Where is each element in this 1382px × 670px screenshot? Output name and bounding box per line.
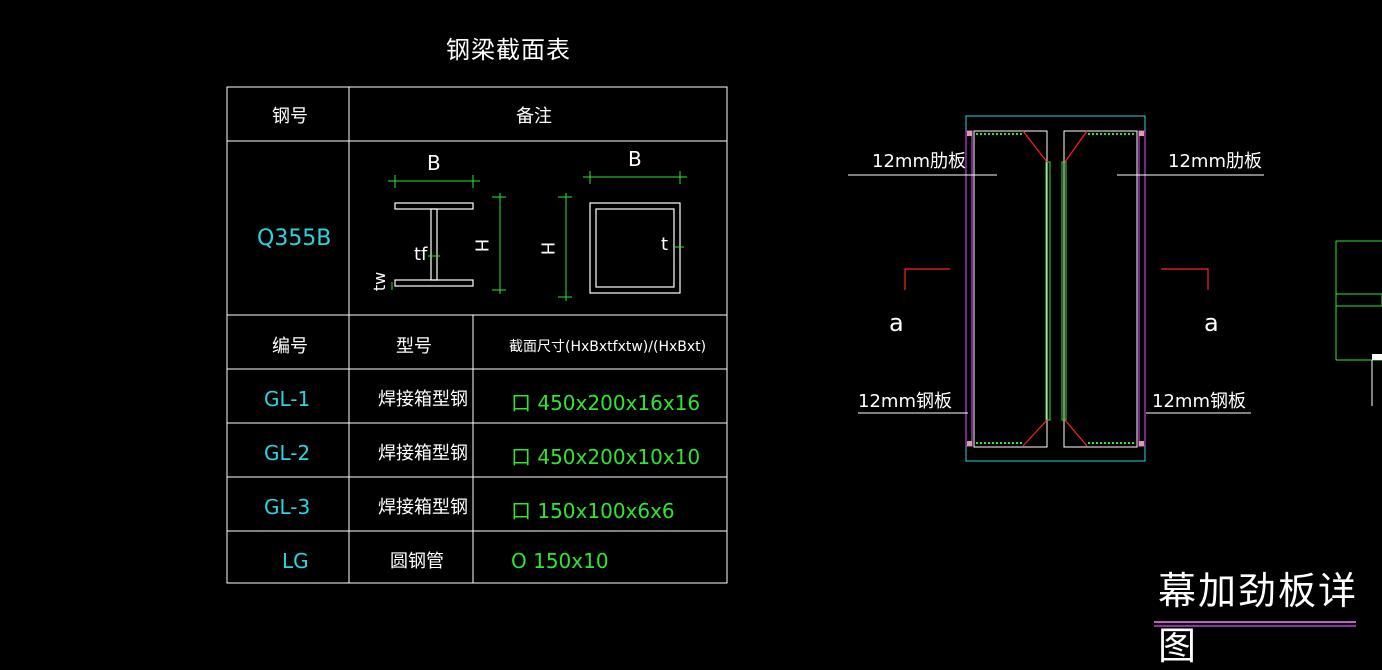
sketch-label-h-left: H: [470, 238, 492, 253]
sketch-label-b-left: B: [427, 151, 441, 175]
subheader-number: 编号: [272, 336, 308, 357]
section-mark-left: a: [889, 309, 904, 337]
row-1-size: 口 450x200x16x16: [511, 391, 701, 415]
header-note: 备注: [516, 106, 552, 127]
label-plate-left: 12mm钢板: [858, 391, 952, 412]
header-steel-grade: 钢号: [272, 106, 308, 127]
box-section-dimensions: [558, 171, 687, 301]
sketch-label-tw: tw: [370, 271, 390, 292]
sketch-label-b-right: B: [628, 147, 642, 171]
sketch-label-tf: tf: [414, 244, 428, 265]
sketch-label-h-right: H: [536, 241, 558, 256]
row-1-type: 焊接箱型钢: [378, 389, 468, 410]
row-2-number: GL-2: [264, 441, 311, 465]
steel-grade-value: Q355B: [257, 226, 332, 251]
row-2-type: 焊接箱型钢: [378, 443, 468, 464]
i-beam-dimensions: [388, 175, 506, 294]
partial-section-right-edge: [1335, 240, 1382, 406]
label-plate-right: 12mm钢板: [1152, 391, 1246, 412]
label-rib-left: 12mm肋板: [872, 151, 966, 172]
row-2-size: 口 450x200x10x10: [511, 445, 701, 469]
sketch-label-t: t: [661, 234, 669, 255]
subheader-size: 截面尺寸(HxBxtfxtw)/(HxBxt): [509, 339, 707, 355]
i-beam-sketch: [394, 202, 474, 287]
section-table-title: 钢梁截面表: [446, 36, 571, 64]
row-4-size: O 150x10: [511, 549, 609, 573]
row-1-number: GL-1: [264, 387, 311, 411]
detail-title-underline: [1154, 621, 1356, 627]
label-rib-right: 12mm肋板: [1168, 151, 1262, 172]
row-4-type: 圆钢管: [390, 551, 444, 572]
subheader-type: 型号: [396, 336, 432, 357]
detail-title: 幕加劲板详图: [1158, 569, 1359, 668]
section-table-grid: [226, 86, 728, 584]
row-3-number: GL-3: [264, 495, 311, 519]
section-cut-marks: [904, 268, 1209, 290]
row-3-size: 口 150x100x6x6: [511, 499, 675, 523]
stiffener-detail: [965, 115, 1146, 462]
box-section-sketch: [589, 202, 681, 294]
row-4-number: LG: [282, 549, 309, 573]
section-mark-right: a: [1204, 309, 1219, 337]
row-3-type: 焊接箱型钢: [378, 497, 468, 518]
leader-lines: [848, 174, 1264, 414]
